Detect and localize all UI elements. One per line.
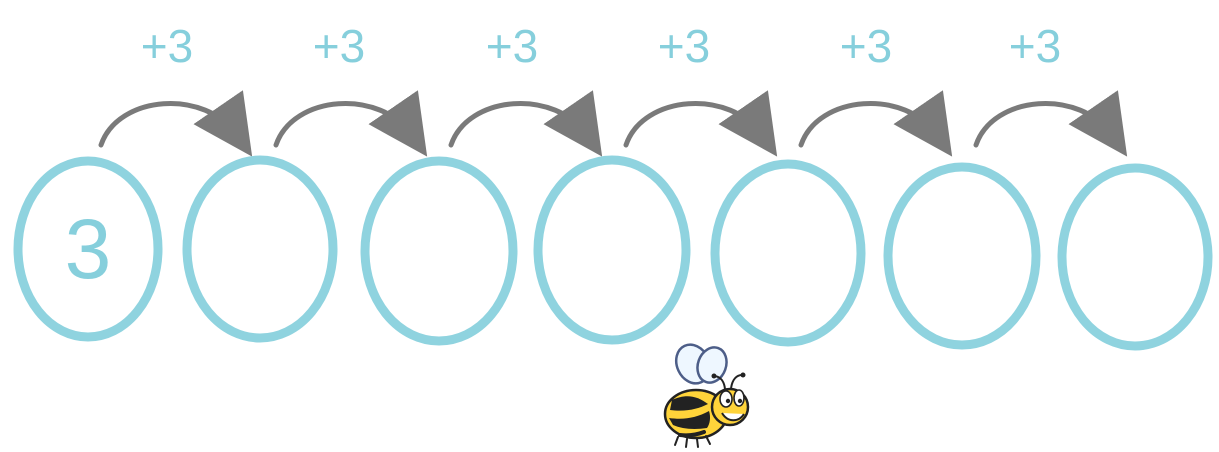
circle-values: 3 — [65, 202, 112, 296]
step-arrow-1 — [101, 104, 238, 145]
sequence-circle-5[interactable] — [715, 164, 861, 342]
step-label-2: +3 — [313, 20, 365, 72]
bee-icon — [665, 339, 748, 447]
step-label-4: +3 — [658, 20, 710, 72]
sequence-circle-6[interactable] — [888, 167, 1036, 345]
step-arrows — [101, 104, 1113, 145]
step-arrow-4 — [626, 104, 763, 145]
sequence-circles — [18, 160, 1208, 346]
step-arrow-5 — [801, 104, 938, 145]
sequence-circle-2[interactable] — [187, 160, 333, 338]
sequence-circle-3[interactable] — [365, 161, 513, 341]
sequence-circle-7[interactable] — [1062, 168, 1208, 346]
step-label-6: +3 — [1009, 20, 1061, 72]
step-arrow-3 — [451, 104, 588, 145]
sequence-circle-4[interactable] — [538, 160, 686, 340]
step-labels: +3 +3 +3 +3 +3 +3 — [141, 20, 1061, 72]
step-arrow-6 — [976, 104, 1113, 145]
circle-value-1: 3 — [65, 202, 112, 296]
step-label-1: +3 — [141, 20, 193, 72]
step-label-3: +3 — [486, 20, 538, 72]
step-arrow-2 — [276, 104, 413, 145]
step-label-5: +3 — [840, 20, 892, 72]
